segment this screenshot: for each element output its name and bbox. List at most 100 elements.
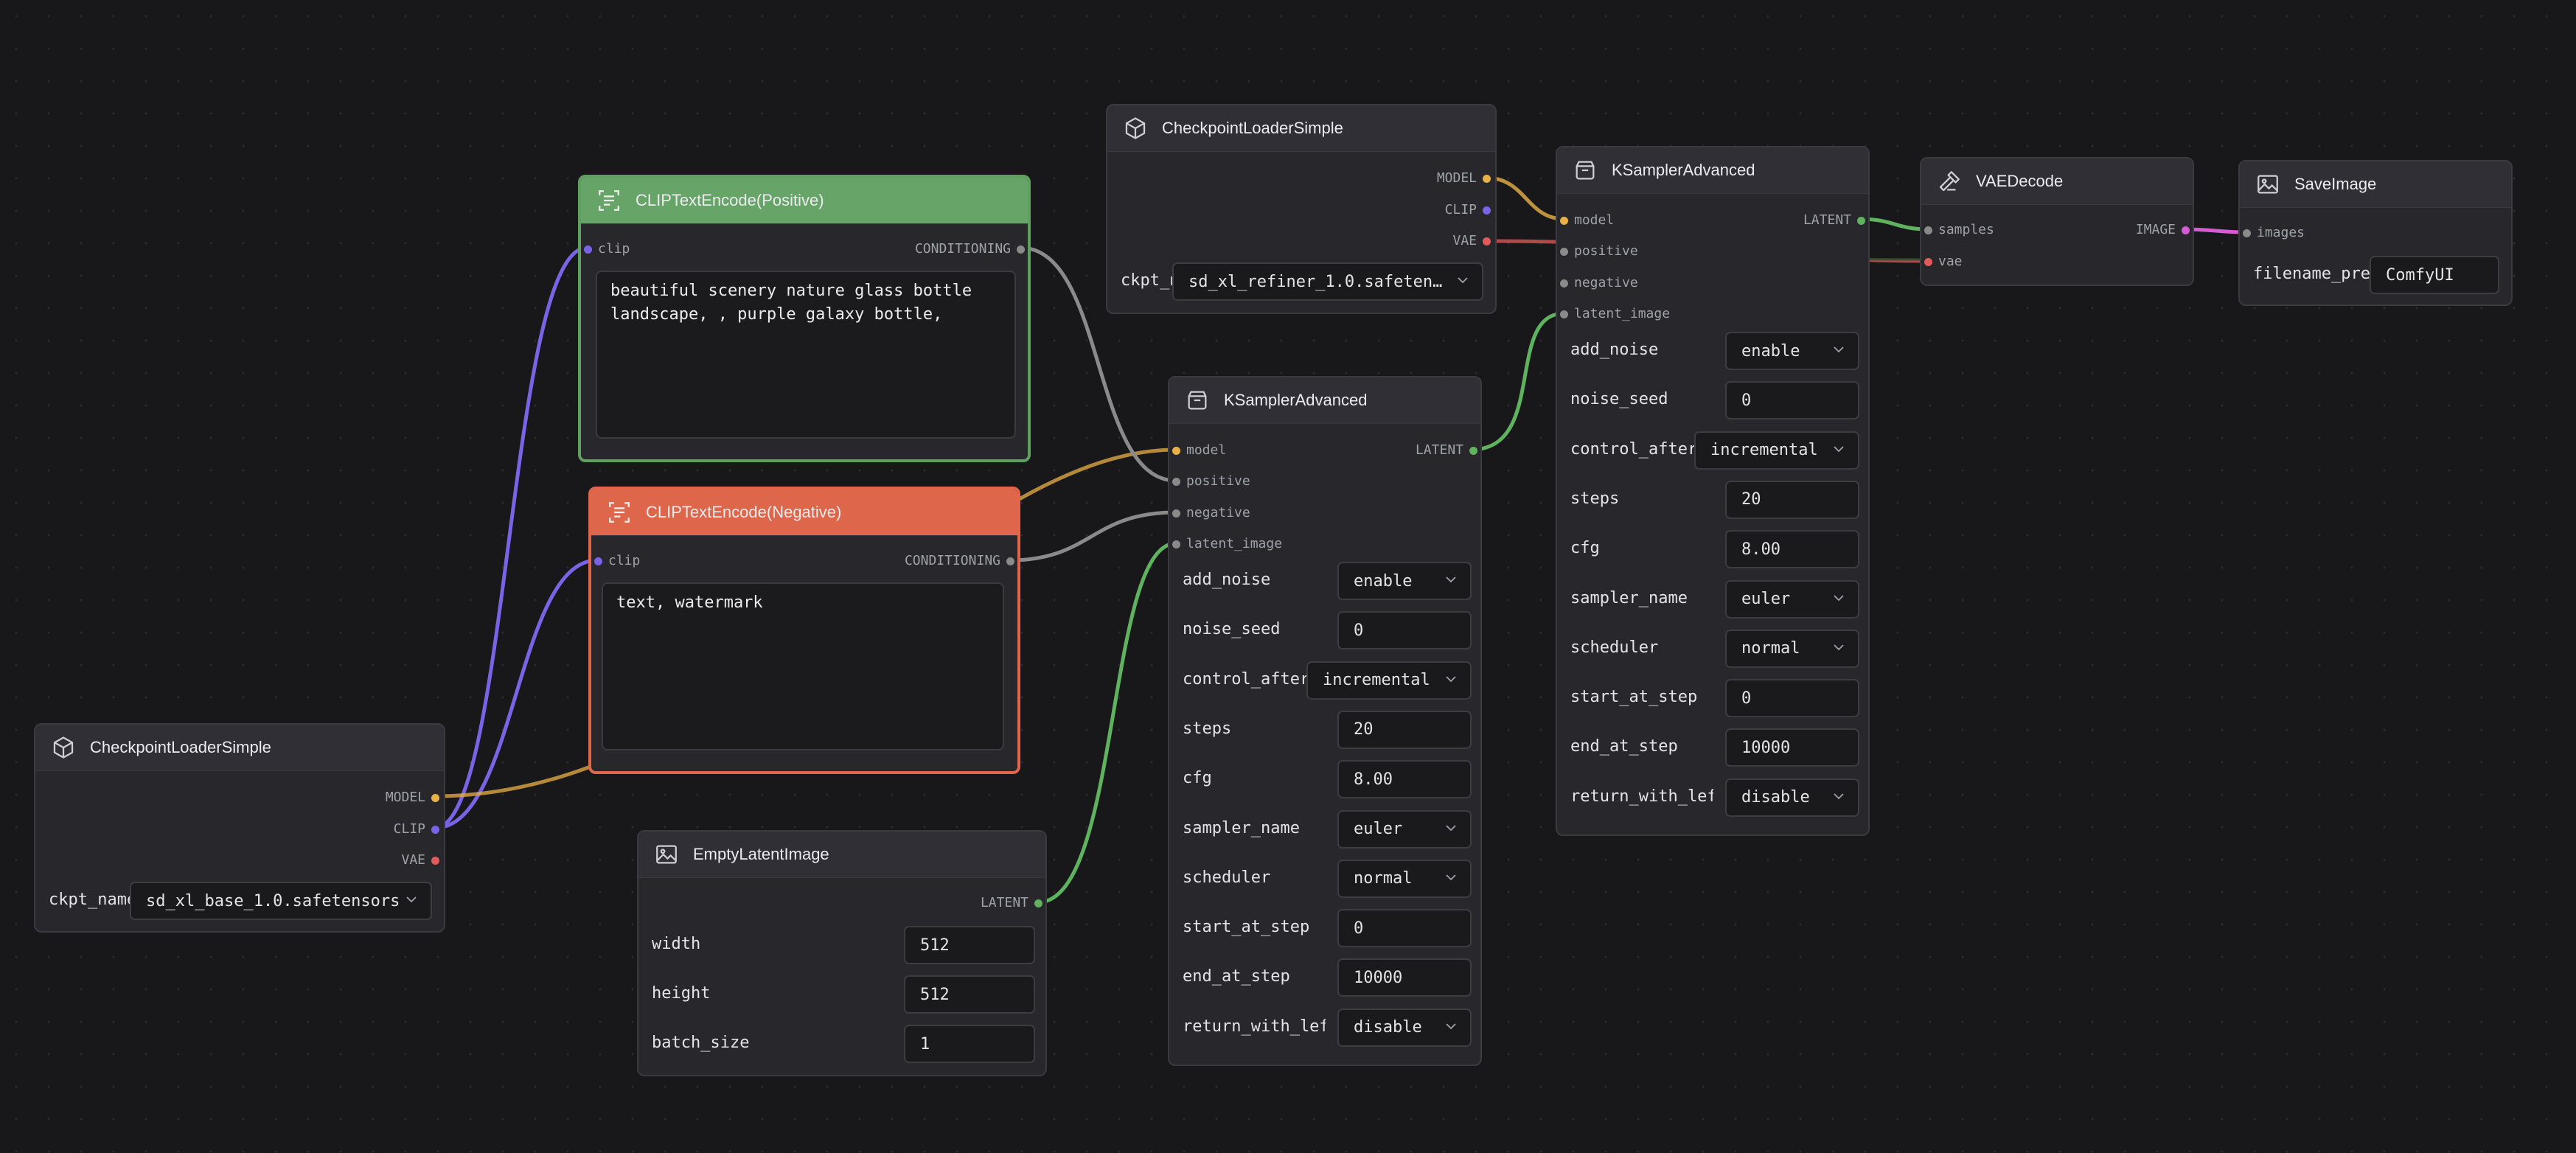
return-with-lefte-select[interactable]: disable (1337, 1008, 1472, 1047)
output-vae[interactable]: VAE (1452, 233, 1491, 248)
slot-dot[interactable] (431, 825, 439, 834)
slot-dot[interactable] (1857, 216, 1865, 225)
slot-dot[interactable] (1483, 206, 1491, 215)
slot-dot[interactable] (1560, 310, 1568, 318)
node-header[interactable]: VAEDecode (1921, 159, 2193, 205)
checkpoint-loader-base-node[interactable]: CheckpointLoaderSimple MODEL CLIP VAE ck… (34, 723, 445, 933)
widget-label-end-at-step: end_at_step (1183, 967, 1290, 986)
scheduler-select[interactable]: normal (1725, 629, 1859, 668)
width-input[interactable]: 512 (904, 926, 1035, 964)
input-clip[interactable]: clip (584, 241, 630, 257)
return-with-lefte-select[interactable]: disable (1725, 778, 1859, 817)
node-header[interactable]: SaveImage (2240, 161, 2511, 208)
slot-dot[interactable] (1172, 540, 1180, 548)
noise-seed-input[interactable]: 0 (1725, 381, 1859, 420)
control-after-select[interactable]: incremental (1694, 431, 1859, 470)
slot-label: MODEL (1436, 170, 1477, 186)
slot-dot[interactable] (2243, 229, 2251, 237)
input-images[interactable]: images (2243, 225, 2305, 240)
slot-dot[interactable] (1034, 899, 1042, 908)
output-image[interactable]: IMAGE (2136, 222, 2190, 237)
slot-dot[interactable] (2182, 226, 2190, 234)
slot-label: negative (1186, 505, 1250, 520)
node-header[interactable]: CheckpointLoaderSimple (35, 725, 444, 771)
slot-dot[interactable] (1483, 237, 1491, 245)
output-latent[interactable]: LATENT (1416, 442, 1477, 458)
input-samples[interactable]: samples (1924, 222, 1994, 237)
ckpt-name-select[interactable]: sd_xl_refiner_1.0.safeten… (1172, 262, 1483, 301)
slot-dot[interactable] (1483, 174, 1491, 183)
clip-text-encode-negative-node[interactable]: CLIPTextEncode(Negative) clip CONDITIONI… (588, 487, 1020, 774)
prompt-textarea[interactable]: beautiful scenery nature glass bottle la… (596, 271, 1016, 439)
end-at-step-input[interactable]: 10000 (1725, 728, 1859, 767)
node-header[interactable]: CLIPTextEncode(Negative) (591, 490, 1017, 536)
node-header[interactable]: CheckpointLoaderSimple (1107, 105, 1495, 152)
input-latent-image[interactable]: latent_image (1560, 306, 1670, 321)
output-clip[interactable]: CLIP (1445, 202, 1491, 217)
input-positive[interactable]: positive (1560, 243, 1638, 259)
output-conditioning[interactable]: CONDITIONING (915, 241, 1025, 257)
ksampler-advanced-base-node[interactable]: KSamplerAdvanced model positive negative… (1168, 376, 1482, 1066)
slot-dot[interactable] (594, 557, 602, 565)
slot-dot[interactable] (584, 245, 592, 254)
slot-dot[interactable] (431, 856, 439, 865)
output-vae[interactable]: VAE (401, 852, 439, 868)
output-model[interactable]: MODEL (1437, 170, 1491, 186)
scheduler-select[interactable]: normal (1337, 859, 1472, 898)
clip-text-encode-positive-node[interactable]: CLIPTextEncode(Positive) clip CONDITIONI… (578, 175, 1031, 462)
node-header[interactable]: CLIPTextEncode(Positive) (581, 178, 1028, 224)
output-conditioning[interactable]: CONDITIONING (905, 553, 1014, 568)
save-image-node[interactable]: SaveImage images filename_pre ComfyUI (2238, 160, 2513, 306)
checkpoint-loader-refiner-node[interactable]: CheckpointLoaderSimple MODEL CLIP VAE ck… (1106, 104, 1497, 314)
output-latent[interactable]: LATENT (1803, 212, 1865, 228)
steps-input[interactable]: 20 (1725, 480, 1859, 519)
start-at-step-input[interactable]: 0 (1337, 909, 1472, 948)
slot-dot[interactable] (431, 793, 439, 802)
slot-dot[interactable] (1172, 446, 1180, 455)
slot-dot[interactable] (1560, 279, 1568, 288)
add-noise-select[interactable]: enable (1725, 332, 1859, 370)
slot-label: VAE (401, 852, 425, 868)
input-model[interactable]: model (1560, 212, 1614, 228)
sampler-name-select[interactable]: euler (1725, 579, 1859, 619)
input-negative[interactable]: negative (1172, 505, 1250, 520)
input-model[interactable]: model (1172, 442, 1226, 458)
batch-size-input[interactable]: 1 (904, 1025, 1035, 1063)
control-after-select[interactable]: incremental (1306, 661, 1472, 700)
add-noise-select[interactable]: enable (1337, 562, 1472, 600)
node-header[interactable]: KSamplerAdvanced (1169, 377, 1480, 424)
output-model[interactable]: MODEL (386, 790, 439, 805)
cfg-input[interactable]: 8.00 (1337, 760, 1472, 799)
slot-dot[interactable] (1560, 216, 1568, 225)
slot-dot[interactable] (1924, 226, 1932, 234)
slot-dot[interactable] (1006, 557, 1014, 565)
node-header[interactable]: KSamplerAdvanced (1557, 147, 1868, 194)
steps-input[interactable]: 20 (1337, 710, 1472, 749)
node-header[interactable]: EmptyLatentImage (638, 832, 1045, 878)
vae-decode-node[interactable]: VAEDecode samples vae IMAGE (1920, 157, 2194, 286)
output-latent[interactable]: LATENT (981, 895, 1042, 910)
slot-dot[interactable] (1172, 477, 1180, 486)
end-at-step-input[interactable]: 10000 (1337, 958, 1472, 997)
height-input[interactable]: 512 (904, 975, 1035, 1014)
slot-dot[interactable] (1017, 245, 1025, 254)
slot-dot[interactable] (1172, 509, 1180, 518)
filename-prefix-input[interactable]: ComfyUI (2370, 256, 2499, 294)
input-vae[interactable]: vae (1924, 254, 1963, 269)
slot-dot[interactable] (1469, 446, 1477, 455)
input-positive[interactable]: positive (1172, 473, 1250, 489)
slot-dot[interactable] (1560, 247, 1568, 256)
slot-dot[interactable] (1924, 257, 1932, 266)
noise-seed-input[interactable]: 0 (1337, 611, 1472, 650)
ckpt-name-select[interactable]: sd_xl_base_1.0.safetensors (130, 882, 432, 920)
input-negative[interactable]: negative (1560, 275, 1638, 290)
input-clip[interactable]: clip (594, 553, 640, 568)
start-at-step-input[interactable]: 0 (1725, 679, 1859, 718)
cfg-input[interactable]: 8.00 (1725, 530, 1859, 569)
ksampler-advanced-refiner-node[interactable]: KSamplerAdvanced model positive negative… (1556, 146, 1870, 836)
sampler-name-select[interactable]: euler (1337, 809, 1472, 849)
output-clip[interactable]: CLIP (394, 821, 439, 837)
empty-latent-image-node[interactable]: EmptyLatentImage LATENT width 512 height… (637, 830, 1047, 1076)
input-latent-image[interactable]: latent_image (1172, 536, 1282, 551)
prompt-textarea[interactable]: text, watermark (602, 582, 1004, 750)
